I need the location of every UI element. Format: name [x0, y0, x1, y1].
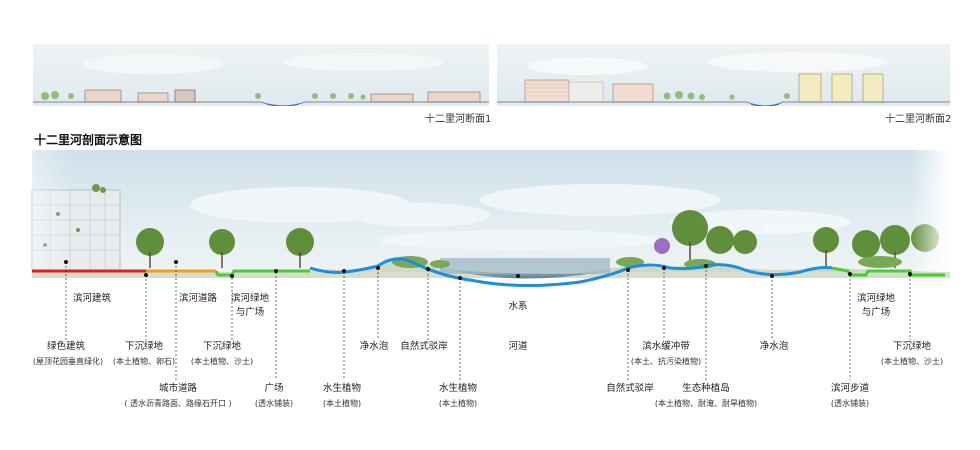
leader-lines: [65, 262, 911, 380]
label-city-road-sub: ( 透水沥青路面、路缘石开口 ): [124, 399, 232, 408]
label-aquatic-2: 水生植物: [438, 383, 478, 394]
section-caption-1: 十二里河断面1: [425, 114, 492, 125]
diagram-title: 十二里河剖面示意图: [34, 133, 143, 147]
label-binhe-building: 滨河建筑: [72, 293, 112, 304]
label-aquatic-1: 水生植物: [322, 383, 362, 394]
label-clean-pool-1: 净水泡: [359, 341, 389, 352]
label-eco-island: 生态种植岛: [682, 383, 730, 394]
label-right-sunken-sub: (本土植物、沙土): [880, 357, 944, 366]
label-and-plaza: 与广场: [235, 307, 265, 318]
label-city-road: 城市道路: [158, 383, 198, 394]
trees: [136, 210, 939, 269]
label-river-channel: 河道: [508, 341, 528, 352]
section-caption-2: 十二里河断面2: [885, 114, 952, 125]
label-aquatic-2-sub: (本土植物): [438, 399, 478, 408]
label-riverside-walk: 滨河步道: [830, 383, 870, 394]
label-right-and-plaza: 与广场: [861, 307, 891, 318]
label-sunken-green-2: 下沉绿地: [202, 341, 242, 352]
leader-dots: [64, 260, 912, 280]
label-right-sunken: 下沉绿地: [892, 341, 932, 352]
section-thumbnail-1: [33, 44, 489, 106]
label-binhe-green: 滨河绿地: [230, 293, 270, 304]
sky-background: [32, 150, 950, 272]
label-water-system: 水系: [508, 301, 528, 312]
label-sunken-green-2-sub: (本土植物、沙土): [190, 357, 254, 366]
label-green-building-sub: (屋顶花园垂直绿化): [32, 357, 104, 366]
label-plaza: 广场: [264, 383, 284, 394]
label-natural-bank-1: 自然式驳岸: [400, 341, 448, 352]
label-plaza-sub: (透水铺装): [254, 399, 294, 408]
label-clean-pool-2: 净水泡: [759, 341, 789, 352]
section-thumbnail-2: [497, 44, 950, 106]
label-right-green: 滨河绿地: [856, 293, 896, 304]
label-sunken-green-1: 下沉绿地: [124, 341, 164, 352]
label-buffer-belt: 滨水缓冲带: [642, 341, 690, 352]
label-eco-island-sub: (本土植物、耐淹、耐旱植物): [654, 399, 758, 408]
label-riverside-walk-sub: (透水铺装): [830, 399, 870, 408]
label-aquatic-1-sub: (本土植物): [322, 399, 362, 408]
label-buffer-belt-sub: (本土、抗污染植物): [630, 357, 702, 366]
label-sunken-green-1-sub: (本土植物、卵石): [112, 357, 176, 366]
label-binhe-road: 滨河道路: [178, 293, 218, 304]
label-green-building: 绿色建筑: [46, 341, 86, 352]
label-natural-bank-2: 自然式驳岸: [606, 383, 654, 394]
